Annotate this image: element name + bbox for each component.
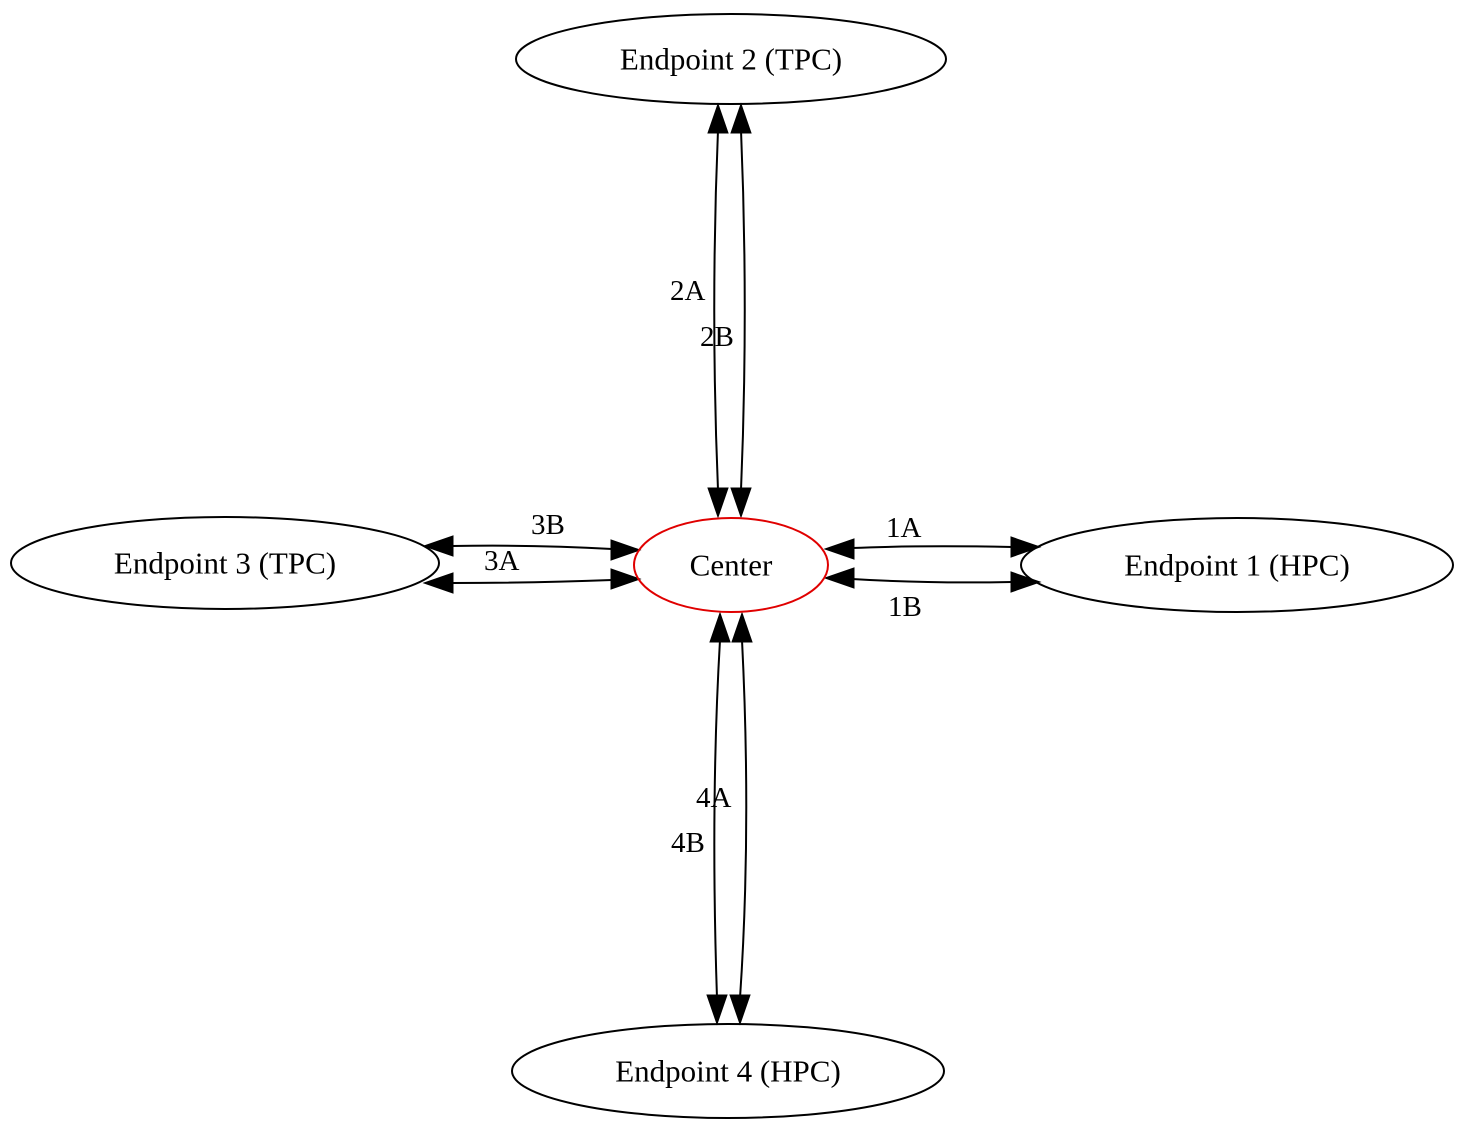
edge-2a-arrowhead-top <box>707 102 729 134</box>
edge-label-2b: 2B <box>700 321 734 353</box>
node-endpoint-2-label: Endpoint 2 (TPC) <box>620 42 842 77</box>
node-endpoint-4-label: Endpoint 4 (HPC) <box>615 1054 841 1089</box>
edge-4a <box>729 611 753 1026</box>
edge-4a-arrowhead-bottom <box>729 994 751 1026</box>
node-center-label: Center <box>690 548 773 583</box>
edge-3b <box>422 535 642 561</box>
node-endpoint-3: Endpoint 3 (TPC) <box>10 516 440 610</box>
edge-1a <box>823 536 1042 560</box>
edge-label-3b: 3B <box>531 509 565 541</box>
node-center: Center <box>633 517 829 613</box>
edge-3a <box>422 568 642 594</box>
node-endpoint-3-label: Endpoint 3 (TPC) <box>114 546 336 581</box>
edge-label-1b: 1B <box>888 591 922 623</box>
edge-4b-arrowhead-top <box>709 611 731 643</box>
edge-3a-arrowhead-right <box>610 568 642 590</box>
edge-2a-arrowhead-bottom <box>707 487 729 519</box>
edge-4b <box>706 611 731 1026</box>
edge-label-3a: 3A <box>484 545 520 577</box>
edge-2b-arrowhead-top <box>730 102 752 134</box>
node-endpoint-4-ellipse <box>511 1023 945 1119</box>
node-endpoint-4: Endpoint 4 (HPC) <box>511 1023 945 1119</box>
node-endpoint-2-ellipse <box>515 13 947 105</box>
node-endpoint-1: Endpoint 1 (HPC) <box>1020 517 1454 613</box>
edge-label-2a: 2A <box>670 275 706 307</box>
node-endpoint-3-ellipse <box>10 516 440 610</box>
node-endpoint-2: Endpoint 2 (TPC) <box>515 13 947 105</box>
edge-label-4b: 4B <box>671 827 705 859</box>
edge-4b-arrowhead-bottom <box>706 994 728 1026</box>
edge-4a-arrowhead-top <box>731 611 753 643</box>
edge-1b-arrowhead-right <box>1010 571 1042 593</box>
edge-label-4a: 4A <box>696 782 732 814</box>
edge-2a <box>707 102 729 519</box>
edge-3b-arrowhead-left <box>422 535 454 557</box>
edge-label-1a: 1A <box>886 512 922 544</box>
edge-1b <box>823 567 1042 593</box>
edge-2b-arrowhead-bottom <box>730 487 752 519</box>
edge-1b-arrowhead-left <box>823 567 855 589</box>
node-endpoint-1-label: Endpoint 1 (HPC) <box>1124 548 1350 583</box>
node-endpoint-1-ellipse <box>1020 517 1454 613</box>
edge-2b <box>730 102 752 519</box>
edge-1a-arrowhead-right <box>1010 536 1042 558</box>
node-center-ellipse <box>633 517 829 613</box>
edge-1a-arrowhead-left <box>823 538 855 560</box>
edge-3b-arrowhead-right <box>610 539 642 561</box>
edge-3a-arrowhead-left <box>422 572 454 594</box>
